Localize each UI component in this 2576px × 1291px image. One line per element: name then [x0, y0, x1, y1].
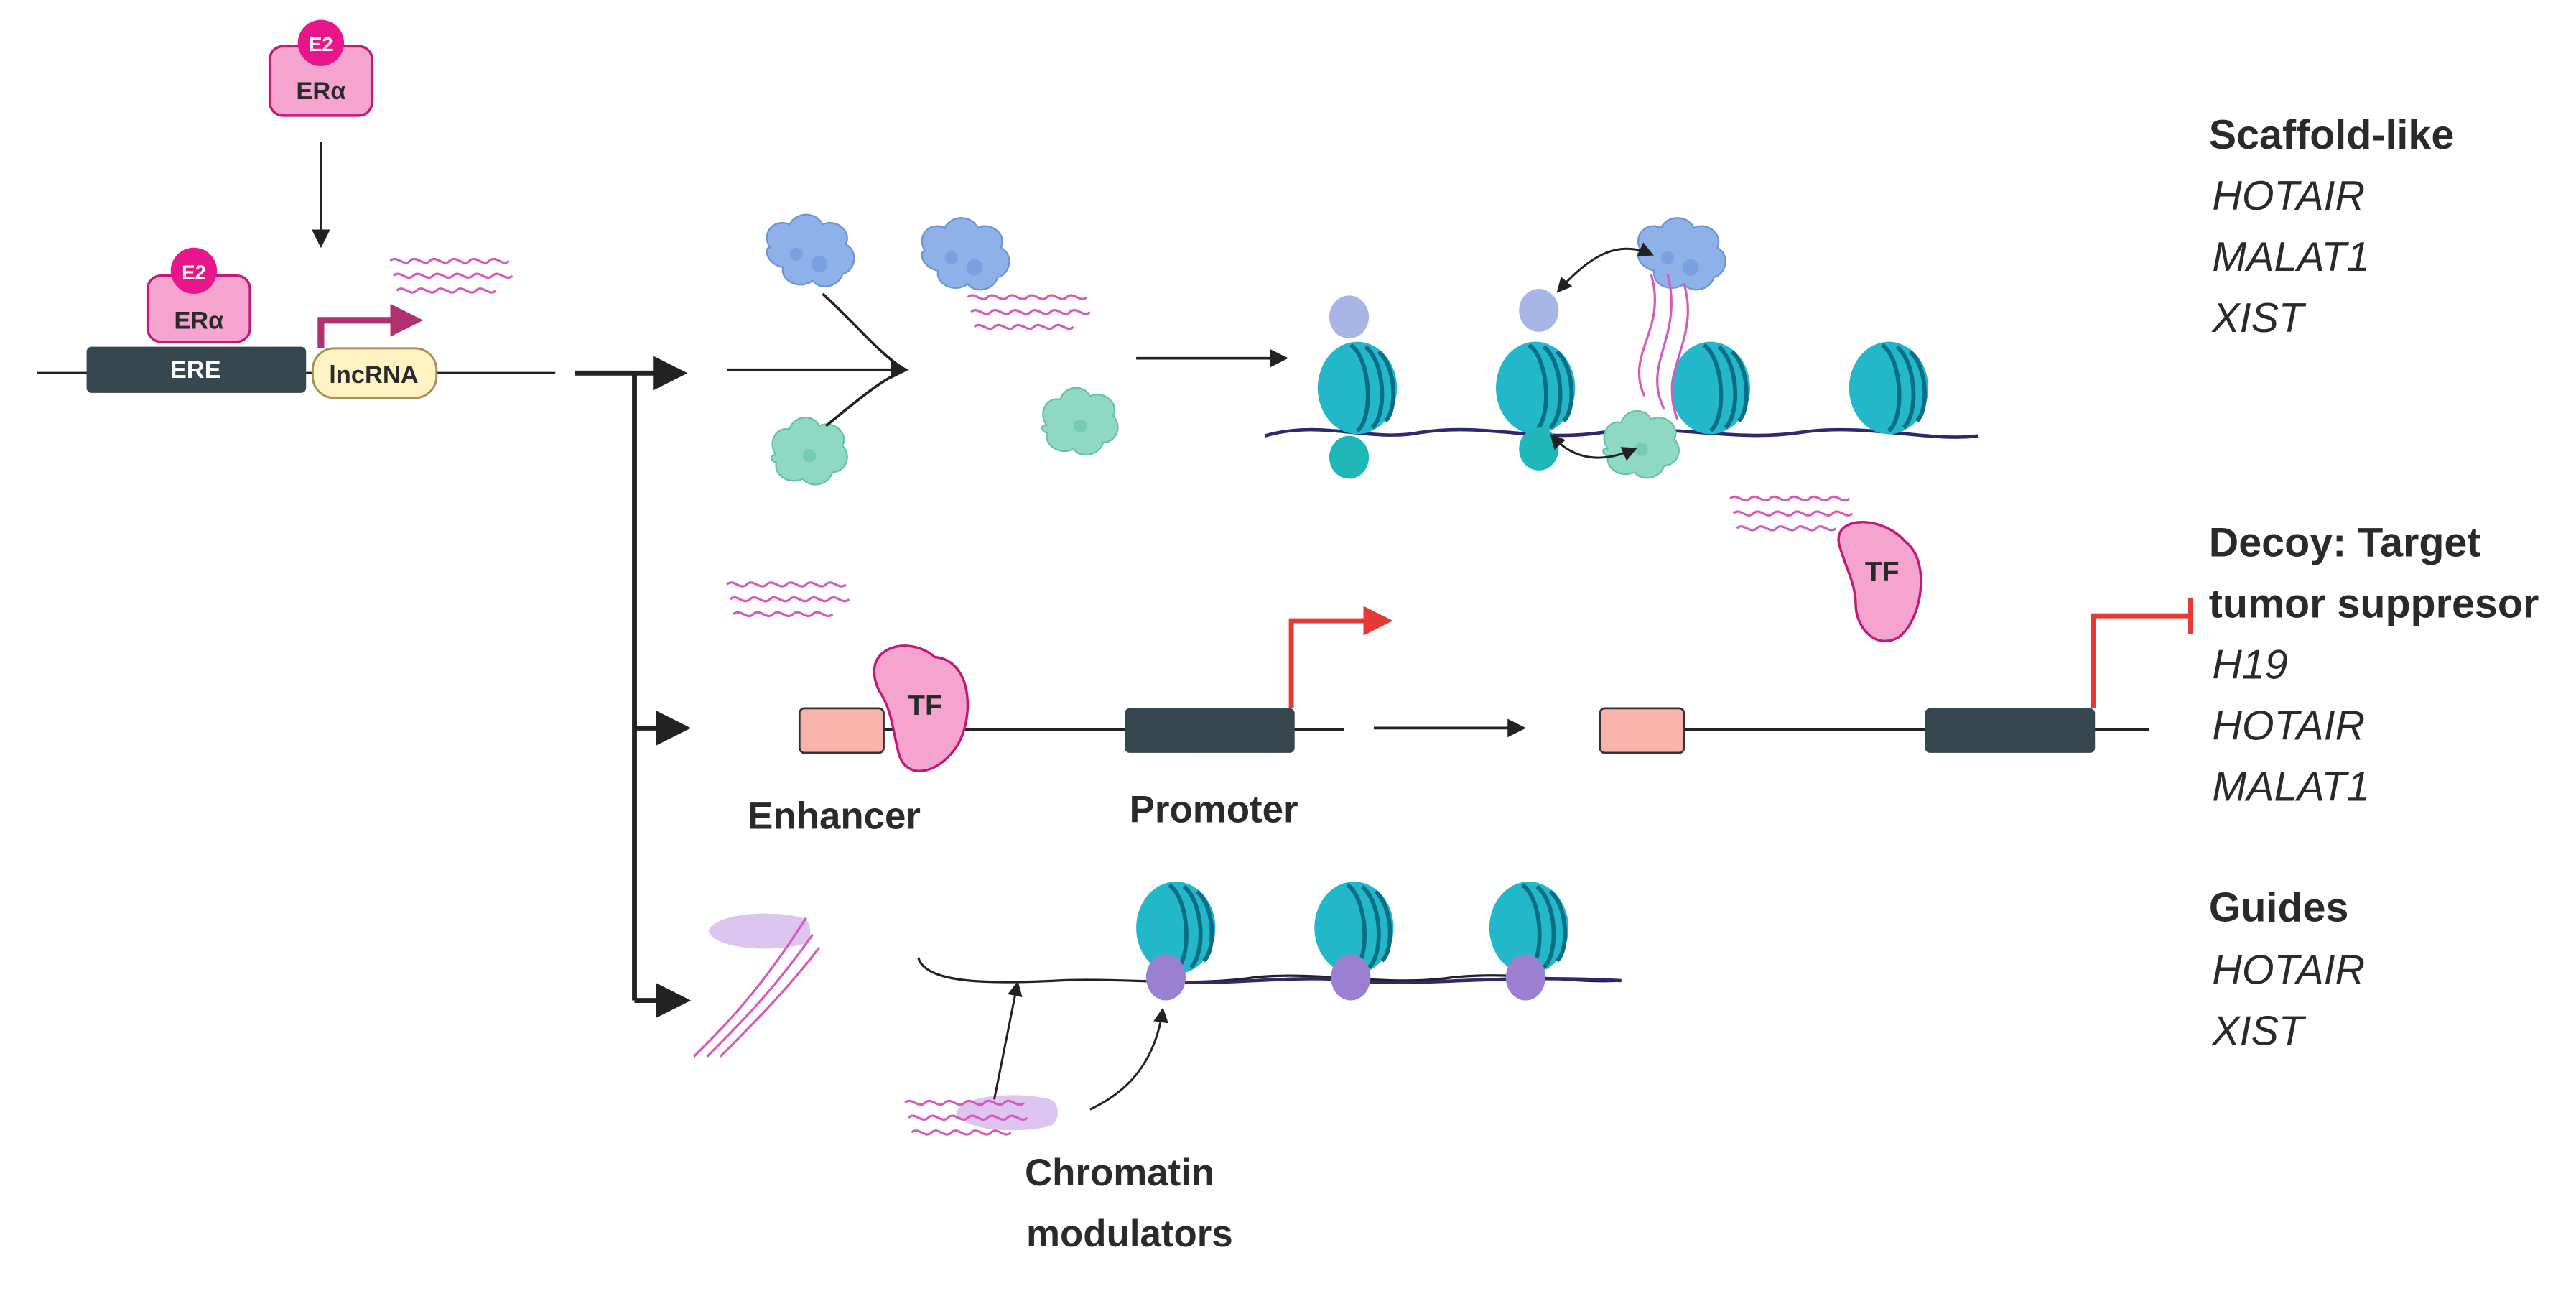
tf-label-free: TF [1865, 557, 1900, 588]
promoter-label: Promoter [1130, 788, 1298, 830]
decoy-example-1: H19 [2212, 642, 2287, 688]
guides-title: Guides [2209, 884, 2349, 930]
decoy-example-2: HOTAIR [2212, 703, 2365, 749]
guides-category: Guides HOTAIR XIST [2209, 884, 2365, 1054]
enhancer-box [798, 707, 885, 754]
lncrna-transcript [389, 257, 514, 294]
branch-arrows [575, 356, 692, 1018]
decoy-title-line2: tumor suppresor [2209, 580, 2539, 626]
guides-example-1: HOTAIR [2212, 948, 2365, 994]
chromatin-modulators-line1: Chromatin [1025, 1152, 1214, 1194]
e2-ligand-top [297, 19, 345, 66]
receptor-bound: ERα E2 [146, 247, 251, 343]
guide-complex-free [693, 913, 821, 1058]
promoter-box [1125, 708, 1295, 753]
scaffold-example-2: MALAT1 [2212, 234, 2369, 280]
tf-label-bound: TF [908, 690, 942, 721]
blocked-tss [2091, 613, 2191, 708]
tf-sequestered [1837, 521, 1922, 643]
ere-box [86, 346, 307, 393]
blue-protein [766, 213, 855, 287]
decoy-title-line1: Decoy: Target [2209, 519, 2481, 565]
era-label-top: ERα [296, 78, 345, 105]
tf-bound [873, 644, 970, 772]
e2-label-top: E2 [309, 33, 333, 55]
scaffold-complex [921, 217, 1119, 456]
scaffold-example-3: XIST [2210, 295, 2307, 341]
era-label-bound: ERα [174, 307, 223, 334]
lncrna-gene-box [311, 347, 438, 399]
scaffold-example-1: HOTAIR [2212, 173, 2365, 219]
green-protein [771, 417, 848, 486]
e2-ligand-bound [170, 247, 218, 295]
enhancer-label: Enhancer [748, 795, 921, 838]
receptor-free: ERα E2 [268, 19, 373, 117]
decoy-active-promoter: TF [725, 581, 1393, 772]
lncrna-label: lncRNA [329, 361, 418, 389]
scaffold-category: Scaffold-like HOTAIR MALAT1 XIST [2209, 112, 2455, 341]
decoy-category: Decoy: Target tumor suppresor H19 HOTAIR… [2209, 519, 2539, 810]
e2-label-bound: E2 [182, 261, 206, 283]
ere-label: ERE [170, 356, 221, 384]
transcription-arrow [317, 303, 424, 348]
decoy-repressed-promoter: TF [1599, 495, 2193, 754]
scaffold-title: Scaffold-like [2209, 112, 2455, 158]
scaffold-assembly [727, 213, 909, 486]
chromatin-modulators-line2: modulators [1026, 1213, 1233, 1255]
chromatin-fiber-bottom [917, 882, 1622, 1001]
guides-example-2: XIST [2210, 1009, 2307, 1055]
decoy-example-3: MALAT1 [2212, 764, 2369, 810]
chromatin-fiber-top [1264, 217, 1979, 479]
active-tss-arrow [1288, 606, 1393, 708]
guide-complex-modulator [903, 981, 1168, 1136]
